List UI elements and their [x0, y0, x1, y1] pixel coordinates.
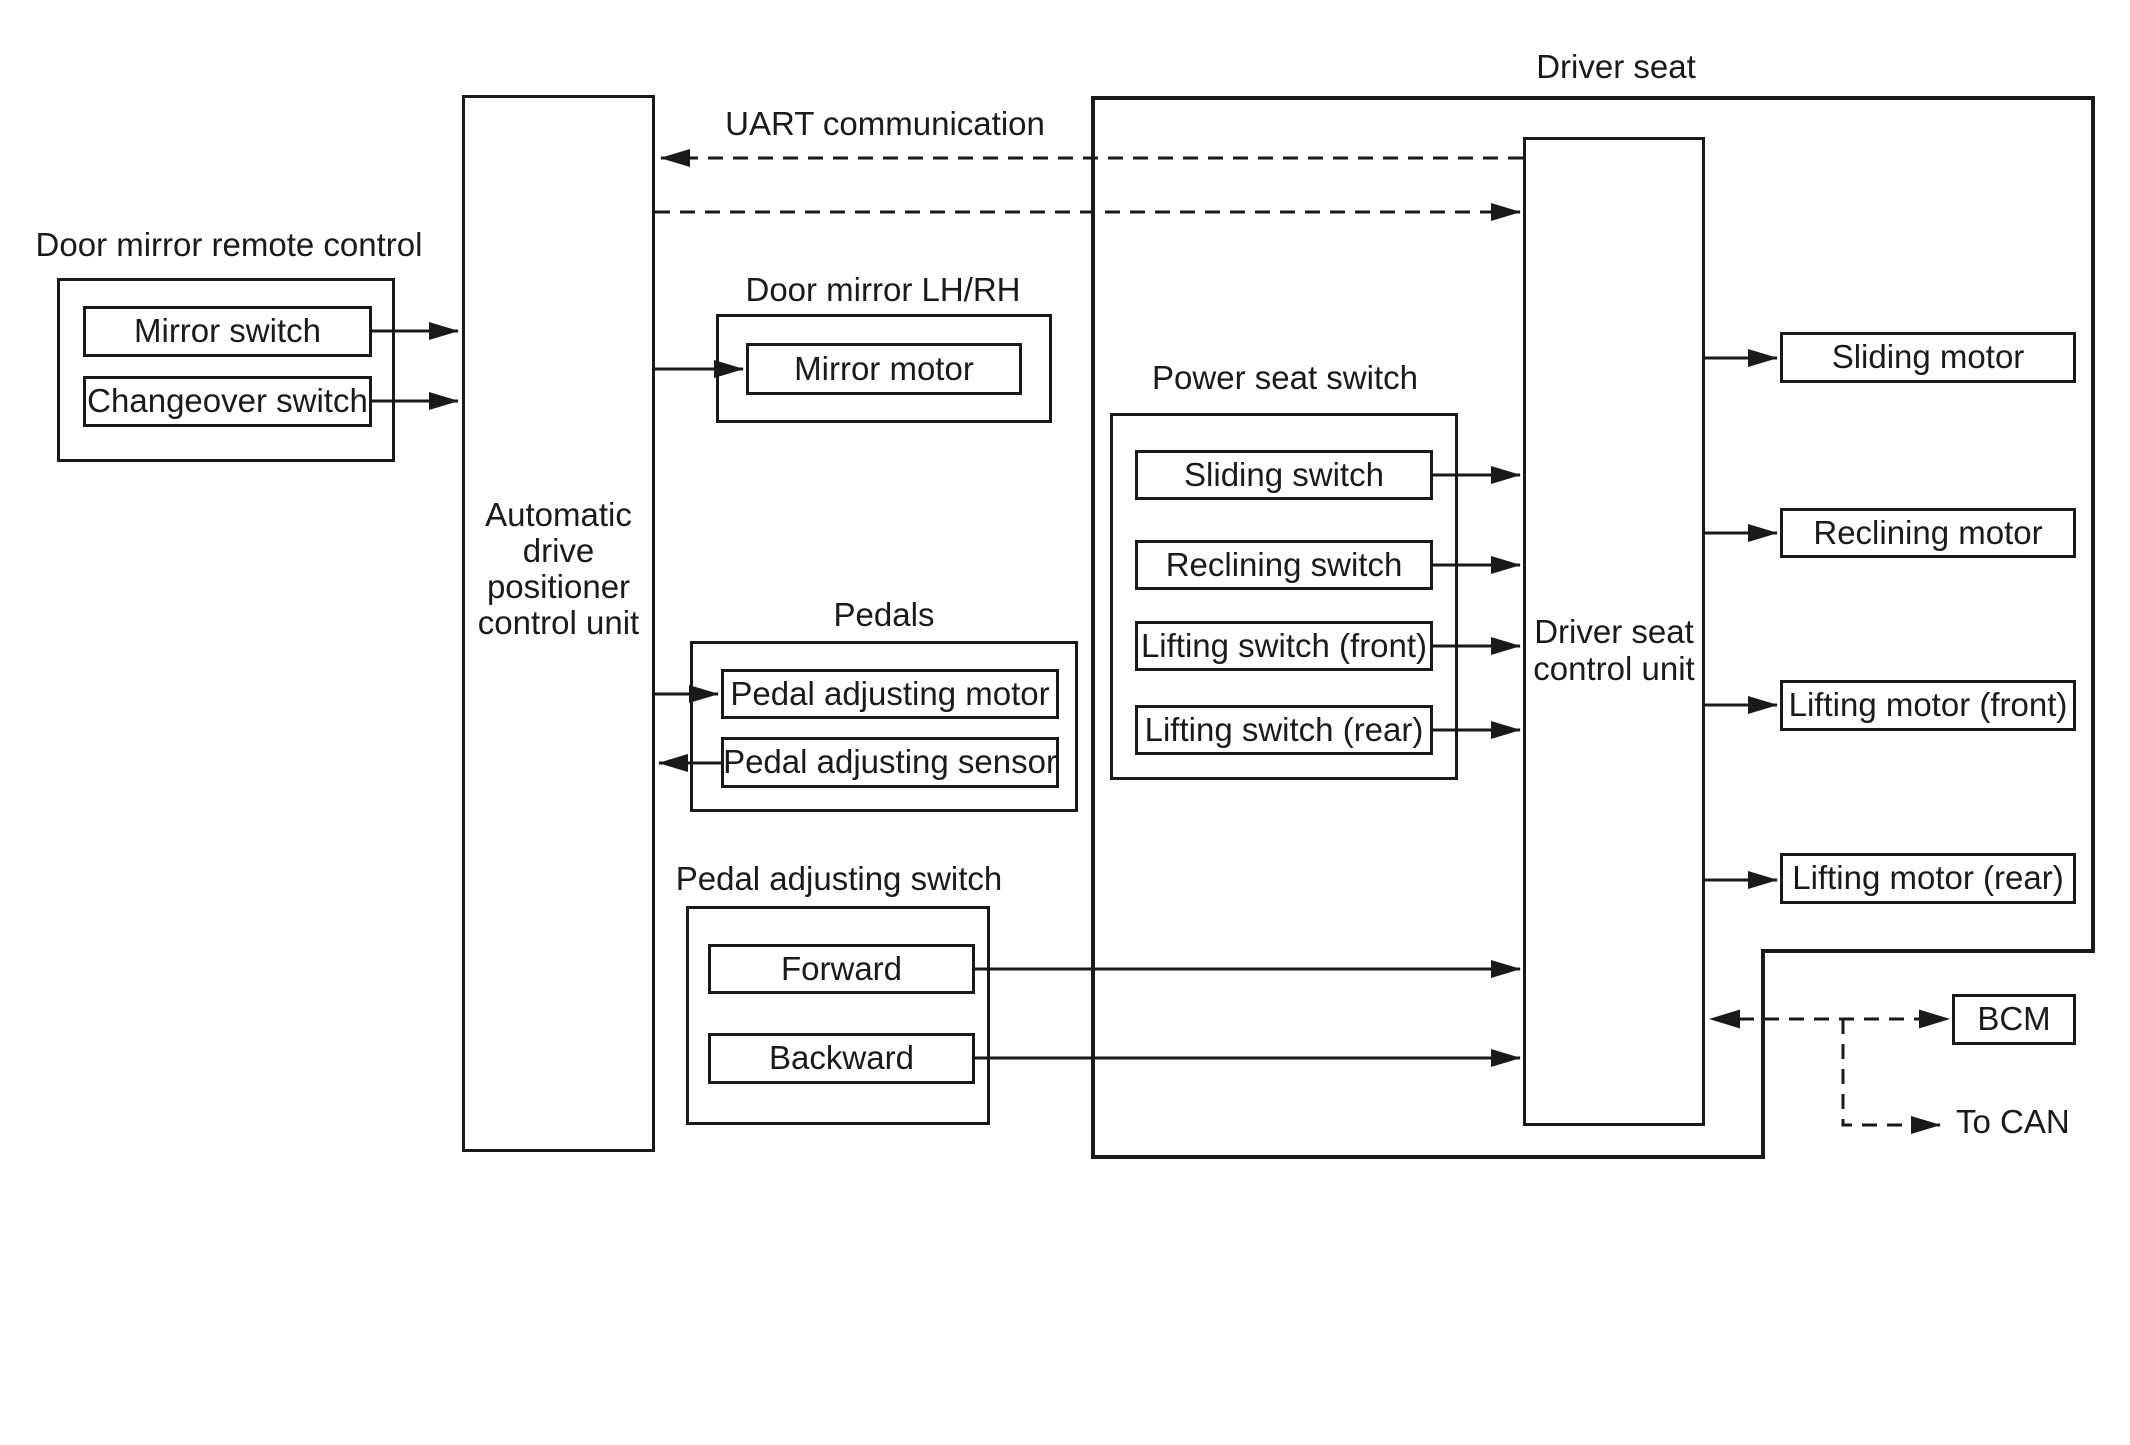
door-mirror-remote-control-box	[57, 278, 395, 462]
pedal-adjusting-switch-label: Pedal adjusting switch	[675, 860, 1003, 897]
adp-label-line3: positioner	[486, 568, 631, 605]
lifting-motor-rear-node: Lifting motor (rear)	[1780, 853, 2076, 904]
adp-label-line2: drive	[522, 532, 595, 569]
forward-switch-node: Forward	[708, 944, 975, 994]
pedals-box	[690, 641, 1078, 812]
reclining-switch-node: Reclining switch	[1135, 540, 1433, 590]
arrow-to-can	[1841, 1019, 1941, 1134]
pedal-adjusting-sensor-node: Pedal adjusting sensor	[721, 737, 1059, 788]
mirror-switch-node: Mirror switch	[83, 306, 372, 357]
to-can-label: To CAN	[1956, 1103, 2070, 1140]
power-seat-switch-label: Power seat switch	[1152, 359, 1418, 396]
pedal-adjusting-motor-node: Pedal adjusting motor	[721, 669, 1059, 719]
lifting-motor-front-node: Lifting motor (front)	[1780, 680, 2076, 731]
adp-control-unit-box	[462, 95, 655, 1152]
driver-seat-label: Driver seat	[1536, 48, 1696, 85]
driver-seat-control-unit-label: Driver seat control unit	[1523, 613, 1705, 687]
bcm-node: BCM	[1952, 994, 2076, 1045]
adp-label-line1: Automatic	[485, 496, 632, 533]
reclining-motor-node: Reclining motor	[1780, 508, 2076, 558]
pedals-label: Pedals	[833, 596, 935, 633]
dscu-label-line2: control unit	[1533, 650, 1695, 687]
changeover-switch-node: Changeover switch	[83, 376, 372, 427]
bcm-link-left-arrowhead	[1709, 1009, 1740, 1029]
backward-switch-node: Backward	[708, 1033, 975, 1084]
mirror-motor-node: Mirror motor	[746, 343, 1022, 395]
door-mirror-remote-control-label: Door mirror remote control	[35, 226, 423, 263]
adp-label-line4: control unit	[477, 604, 640, 641]
uart-communication-label: UART communication	[725, 105, 1045, 142]
pedal-adjusting-switch-box	[686, 906, 990, 1125]
sliding-motor-node: Sliding motor	[1780, 332, 2076, 383]
adp-control-unit-label: Automatic drive positioner control unit	[462, 497, 655, 641]
bcm-link-right-arrowhead	[1919, 1009, 1950, 1029]
dscu-label-line1: Driver seat	[1534, 613, 1694, 650]
door-mirror-lhrh-label: Door mirror LH/RH	[745, 271, 1021, 308]
lifting-switch-rear-node: Lifting switch (rear)	[1135, 705, 1433, 755]
sliding-switch-node: Sliding switch	[1135, 450, 1433, 500]
lifting-switch-front-node: Lifting switch (front)	[1135, 621, 1433, 671]
